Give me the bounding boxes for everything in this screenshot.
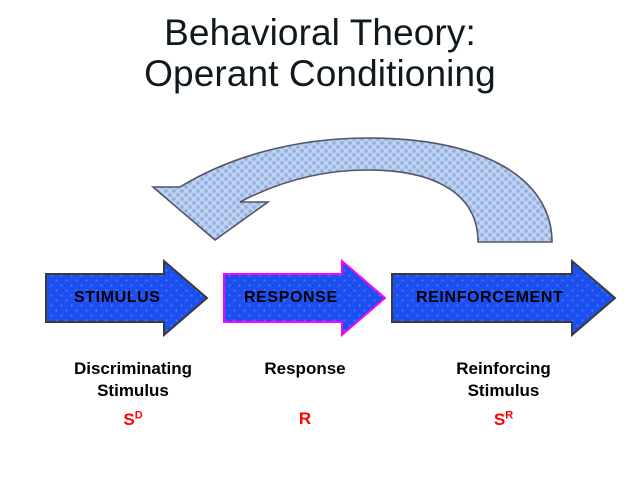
process-arrow-stimulus[interactable]: STIMULUS [44, 258, 210, 338]
caption-stimulus: Discriminating Stimulus SD [28, 358, 238, 431]
caption-reinforcement: Reinforcing Stimulus SR [396, 358, 611, 431]
caption-stimulus-line-1: Discriminating [73, 359, 193, 378]
symbol-sr: SR [396, 409, 611, 431]
caption-response-line-1: Response [264, 359, 346, 378]
page-title: Behavioral Theory: Operant Conditioning [0, 12, 640, 95]
process-arrow-response[interactable]: RESPONSE [222, 258, 388, 338]
arrow-shape-reinforcement [391, 258, 617, 338]
arrow-shape-response [223, 258, 387, 338]
feedback-loop-arrow [140, 125, 570, 255]
caption-response-spacer [225, 380, 385, 402]
symbol-sr-base: S [493, 409, 506, 429]
caption-response: Response R [225, 358, 385, 431]
symbol-sd: SD [28, 409, 238, 431]
caption-reinforcement-line-2: Stimulus [467, 381, 540, 401]
arrow-shape-stimulus [45, 258, 209, 338]
caption-reinforcement-line-1: Reinforcing [456, 359, 551, 378]
symbol-sr-superscript: R [505, 409, 514, 422]
symbol-sd-base: S [123, 409, 135, 429]
symbol-r: R [225, 408, 385, 430]
symbol-sd-superscript: D [134, 409, 143, 422]
caption-stimulus-line-2: Stimulus [97, 381, 169, 401]
symbol-r-base: R [298, 409, 312, 429]
process-arrow-reinforcement[interactable]: REINFORCEMENT [390, 258, 618, 338]
feedback-arc-shape [150, 137, 553, 243]
title-line-2: Operant Conditioning [144, 53, 496, 95]
title-line-1: Behavioral Theory: [164, 12, 476, 53]
